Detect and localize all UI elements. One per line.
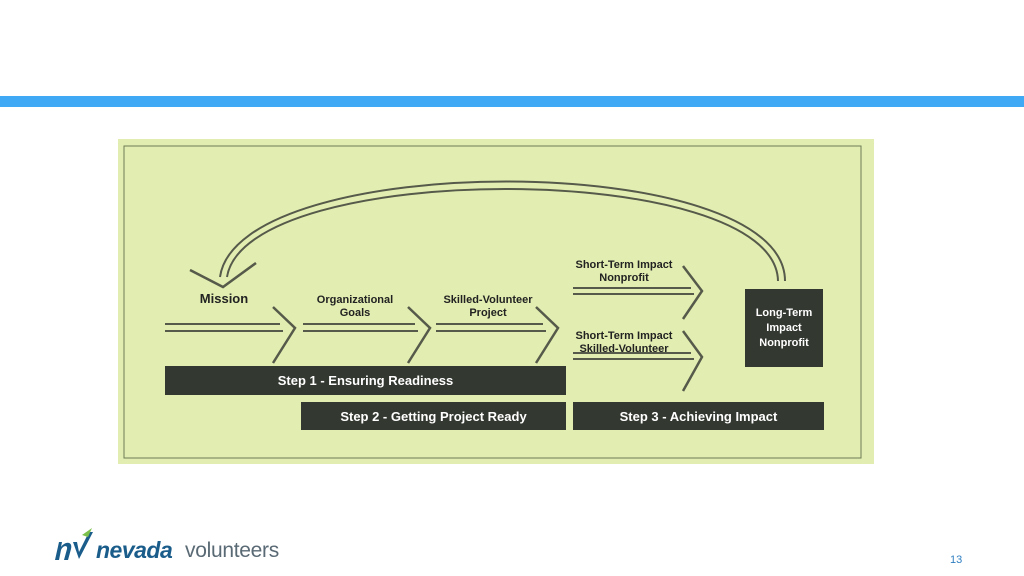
feedback-arrowhead [189,261,257,289]
arrow-short-term-nonprofit [573,265,704,320]
step-2-bar: Step 2 - Getting Project Ready [301,402,566,430]
nevada-volunteers-logo: nevada volunteers [52,526,282,570]
arrow-short-term-volunteer [573,330,704,392]
feedback-loop-arrow-inner [226,188,779,282]
long-term-impact-box: Long-Term Impact Nonprofit [745,289,823,367]
feedback-loop-arrow [219,180,786,282]
step-1-bar: Step 1 - Ensuring Readiness [165,366,566,395]
diagram-graphics [123,145,862,459]
skilled-volunteer-project-label: Skilled-Volunteer Project [443,294,533,319]
logo-nevada-text: nevada [96,537,173,563]
short-term-nonprofit-label: Short-Term Impact Nonprofit [575,259,673,284]
arrow-project-to-impact [436,306,560,364]
process-diagram: Mission Organizational Goals Skilled-Vol… [118,139,874,464]
short-term-volunteer-label: Short-Term Impact Skilled-Volunteer [575,330,673,355]
arrow-mission-to-goals [165,306,297,364]
nv-logo-mark-icon [55,528,93,560]
diagram-border [123,145,862,459]
arrow-goals-to-project [303,306,432,364]
header-accent-bar [0,96,1024,107]
mission-label: Mission [199,291,249,306]
page-number: 13 [950,554,963,566]
organizational-goals-label: Organizational Goals [316,294,394,319]
step-3-bar: Step 3 - Achieving Impact [573,402,824,430]
logo-volunteers-text: volunteers [185,539,279,562]
